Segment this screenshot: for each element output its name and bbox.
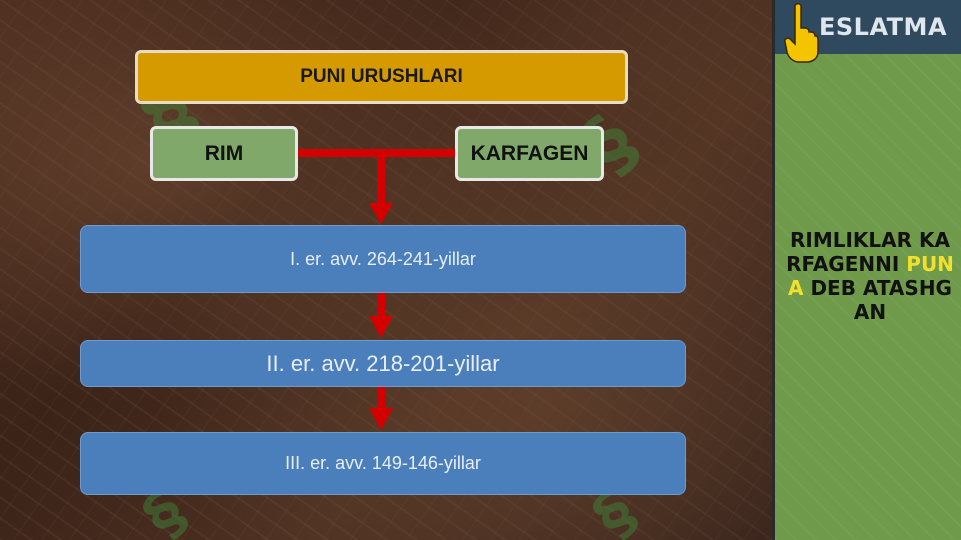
note-text-part2: DEB ATASHGAN: [803, 276, 952, 324]
note-header: ESLATMA: [775, 0, 961, 63]
party-box-rim: RIM: [150, 126, 298, 181]
pointing-hand-icon: [784, 3, 819, 63]
period-box-2: II. er. avv. 218-201-yillar: [80, 340, 686, 387]
diagram-title-text: PUNI URUSHLARI: [300, 66, 463, 87]
note-body: RIMLIKLAR KARFAGENNI PUNA DEB ATASHGAN: [783, 228, 957, 324]
connector-arrows: [298, 149, 455, 430]
period-3-text: III. er. avv. 149-146-yillar: [285, 453, 481, 473]
period-2-text: II. er. avv. 218-201-yillar: [266, 350, 500, 376]
period-box-1: I. er. avv. 264-241-yillar: [80, 225, 686, 293]
diagram-title: PUNI URUSHLARI: [135, 50, 628, 104]
arrowhead-1: [369, 203, 393, 224]
note-header-text: ESLATMA: [819, 13, 948, 41]
note-sidebar: ESLATMA RIMLIKLAR KARFAGENNI PUNA DEB AT…: [772, 0, 961, 540]
party-rim-label: RIM: [204, 141, 244, 165]
party-box-karfagen: KARFAGEN: [455, 126, 604, 181]
period-1-text: I. er. avv. 264-241-yillar: [290, 248, 476, 269]
party-karfagen-label: KARFAGEN: [470, 141, 589, 165]
note-text-part1: RIMLIKLAR KARFAGENNI: [786, 228, 950, 276]
slide-canvas: § § § § PUNI URUSHLARI RIM KARFAGEN I. e…: [0, 0, 772, 540]
note-text-highlight: PUNA: [788, 252, 954, 300]
arrowhead-3: [369, 408, 393, 430]
period-box-3: III. er. avv. 149-146-yillar: [80, 432, 686, 495]
arrowhead-2: [369, 316, 393, 338]
